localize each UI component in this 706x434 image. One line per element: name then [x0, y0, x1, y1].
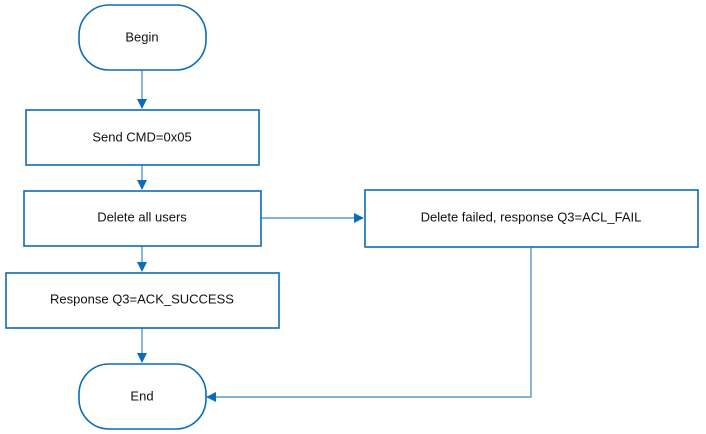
delete-users-process: Delete all users [23, 190, 262, 247]
connector-failed-to-end [206, 247, 532, 402]
end-terminator: End [78, 363, 207, 430]
response-success-label: Response Q3=ACK_SUCCESS [50, 291, 234, 306]
delete-failed-label: Delete failed, response Q3=ACL_FAIL [421, 209, 642, 224]
send-cmd-process: Send CMD=0x05 [25, 109, 260, 166]
response-success-process: Response Q3=ACK_SUCCESS [5, 272, 280, 329]
delete-users-label: Delete all users [97, 209, 187, 224]
send-cmd-label: Send CMD=0x05 [92, 129, 191, 144]
begin-terminator: Begin [78, 4, 207, 71]
delete-failed-process: Delete failed, response Q3=ACL_FAIL [364, 189, 699, 248]
end-label: End [130, 388, 153, 403]
begin-label: Begin [125, 29, 158, 44]
